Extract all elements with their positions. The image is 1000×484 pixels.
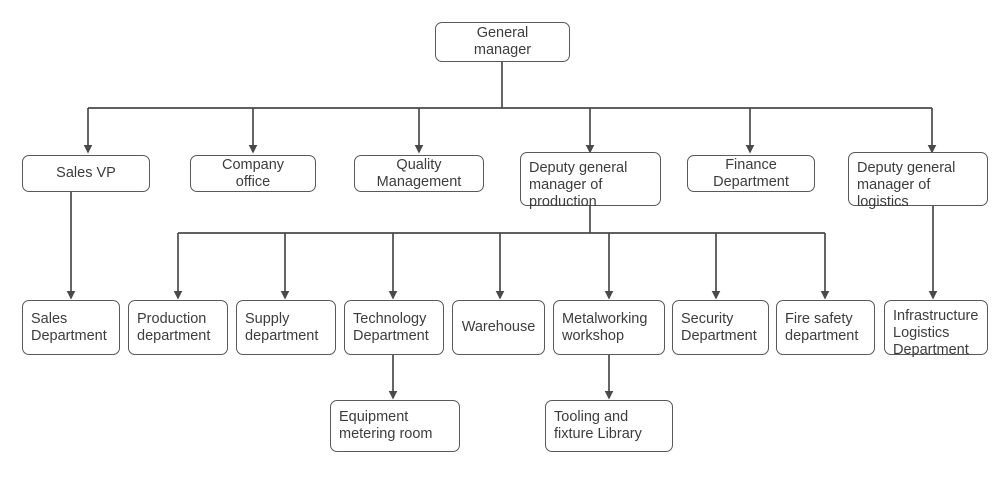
node-tooling-and-fixture-library[interactable]: Tooling and fixture Library — [545, 400, 673, 452]
node-equipment-metering-room[interactable]: Equipment metering room — [330, 400, 460, 452]
node-deputy-gm-production[interactable]: Deputy general manager of production — [520, 152, 661, 210]
node-fire-safety-department[interactable]: Fire safety department — [776, 300, 875, 355]
node-technology-department[interactable]: Technology Department — [344, 300, 444, 355]
node-company-office[interactable]: Company office — [190, 155, 316, 192]
node-metalworking-workshop[interactable]: Metalworking workshop — [553, 300, 665, 355]
node-sales-department[interactable]: Sales Department — [22, 300, 120, 355]
node-infrastructure-logistics-department[interactable]: Infrastructure Logistics Department — [884, 300, 988, 358]
node-production-department[interactable]: Production department — [128, 300, 228, 355]
node-sales-vp[interactable]: Sales VP — [22, 155, 150, 192]
node-security-department[interactable]: Security Department — [672, 300, 769, 355]
node-deputy-gm-logistics[interactable]: Deputy general manager of logistics — [848, 152, 988, 210]
node-supply-department[interactable]: Supply department — [236, 300, 336, 355]
node-quality-management[interactable]: Quality Management — [354, 155, 484, 192]
node-finance-department[interactable]: Finance Department — [687, 155, 815, 192]
node-warehouse[interactable]: Warehouse — [452, 300, 545, 355]
node-general-manager[interactable]: General manager — [435, 22, 570, 62]
